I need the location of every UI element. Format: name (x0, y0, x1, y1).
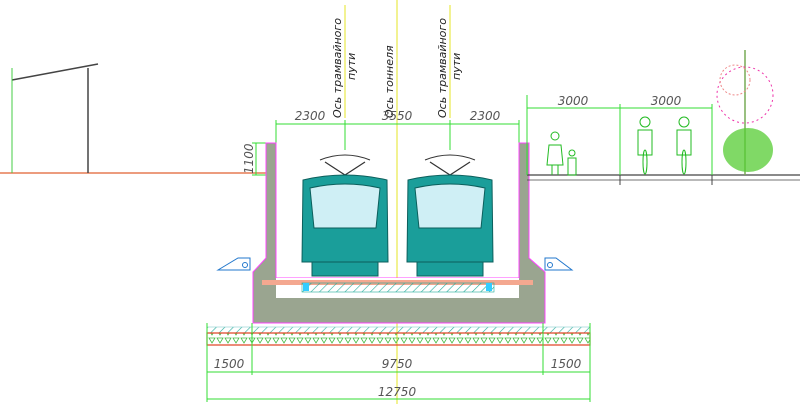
sidewalk-dimension-line (526, 95, 713, 175)
right-ground (527, 174, 800, 185)
dim-total-12750: 12750 (378, 385, 417, 399)
tram-left (301, 154, 389, 277)
dim-center-3550: 3550 (382, 109, 413, 123)
tunnel-axis-label: Ось тоннеля (383, 45, 396, 118)
tram-right (406, 154, 494, 277)
right-track-axis-label-1: Ось трамвайного (436, 18, 449, 118)
dim-sidewalk-3000: 3000 (558, 94, 589, 108)
dim-bottom-9750: 9750 (382, 357, 413, 371)
right-track-axis-label-2: пути (450, 53, 463, 80)
foundation-hatch (206, 326, 591, 334)
cyclists-icon (637, 116, 692, 175)
dim-bottom-left-1500: 1500 (214, 357, 245, 371)
rail-right (486, 283, 492, 291)
drain-right-icon (544, 257, 574, 271)
top-dimension-line (275, 120, 520, 150)
bottom-dimension-lines (206, 323, 591, 402)
track-bed-top (262, 280, 533, 285)
drain-left-icon (216, 257, 251, 271)
tree-icon (716, 50, 774, 175)
rail-left (303, 283, 309, 291)
dim-left-2300: 2300 (295, 109, 326, 123)
left-track-axis-label-1: Ось трамвайного (331, 18, 344, 118)
left-track-axis-label-2: пути (345, 53, 358, 80)
dim-bikelane-3000: 3000 (651, 94, 682, 108)
rail-slab (301, 282, 495, 293)
dim-1100: 1100 (242, 143, 256, 174)
pedestrians-icon (546, 131, 577, 176)
foundation-base (206, 332, 591, 346)
wall-height-dimension (252, 142, 268, 176)
dim-bottom-right-1500: 1500 (551, 357, 582, 371)
left-building (0, 63, 268, 174)
dim-right-2300: 2300 (470, 109, 501, 123)
